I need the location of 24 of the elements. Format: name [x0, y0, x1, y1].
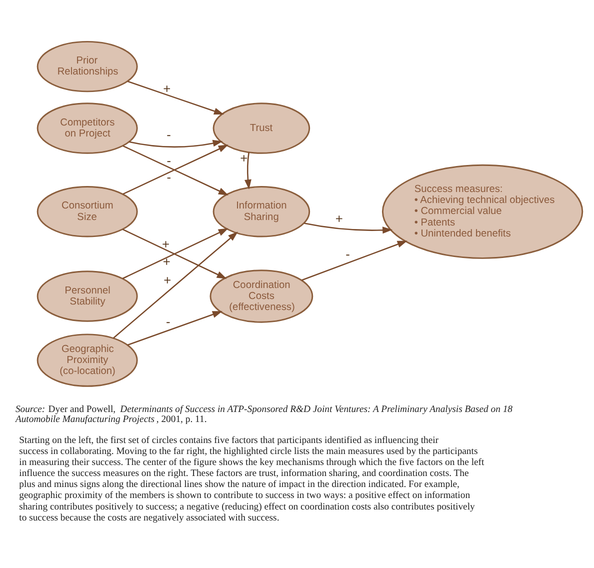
- caption: Starting on the left, the first set of circles contains five factors that participants identified as influencing their success in collaborating. Moving to the far right, the highlighted circle lists the main measures used by the participants in measuring their success. The center of the figure shows the key mechanisms through which the five factors on the left influence the success measures on the right. These factors are trust, information sharing, and coordination costs. The plus and minus signs along the directional lines show the nature of impact in the direction indicated. For example, geographic proximity of the members is shown to contribute to success in two ways: a positive effect on information sharing contributes positively to success; a negative (reducing) effect on coordination costs also contributes positively to success because the costs are negatively associated with success.: [19, 434, 484, 523]
- edge-label: -: [166, 169, 172, 184]
- node-ellipse: Consortium Size: [36, 186, 138, 237]
- edge-label: +: [162, 253, 170, 268]
- edge-label: -: [166, 152, 172, 168]
- node-ellipse: Geographic Proximity (co-location): [36, 333, 138, 386]
- edge-label: +: [162, 236, 170, 252]
- node-ellipse: Prior Relationships: [36, 40, 138, 92]
- arrow: [127, 310, 222, 346]
- edge-label: +: [163, 80, 171, 96]
- node-ellipse: Personnel Stability: [36, 270, 138, 322]
- edge-label: -: [166, 314, 170, 329]
- edge-label: +: [164, 272, 172, 288]
- edge-label: +: [335, 210, 343, 226]
- arrow: [128, 80, 224, 114]
- arrow: [304, 222, 393, 234]
- arrow: [129, 139, 223, 148]
- edge-label: -: [166, 126, 171, 142]
- label: Source: Dyer and Powell, Determinants of Success in ATP-Sponsored R&D Joint Ventures: A Preliminary Analysis Based on 18 Automobile Manufacturing Projects, 2001, p. 11.: [15, 404, 513, 424]
- edge-label: -: [346, 246, 350, 262]
- arrow: [302, 240, 408, 280]
- arrow: [244, 152, 252, 189]
- node-ellipse: Competitors on Project: [36, 102, 138, 154]
- arrow: [112, 231, 238, 338]
